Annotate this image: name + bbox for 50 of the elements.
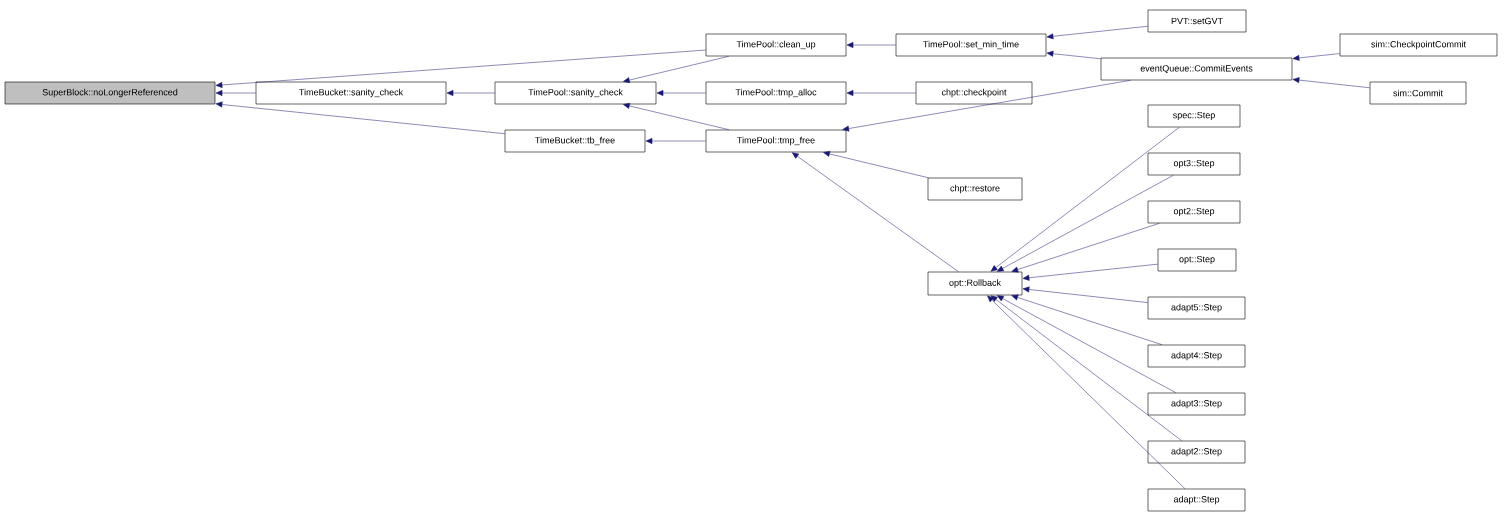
arrow (1046, 26, 1148, 40)
arrow (623, 56, 730, 83)
arrow (1011, 223, 1160, 273)
arrow (645, 138, 706, 144)
arrow (990, 127, 1180, 272)
arrow (656, 90, 706, 96)
arrow (1022, 286, 1148, 303)
arrow (446, 90, 495, 96)
arrow (1046, 50, 1101, 60)
function-box: TimePool::tmp_free (705, 129, 847, 153)
function-box: opt2::Step (1147, 200, 1241, 224)
function-box: chpt::checkpoint (915, 81, 1033, 105)
function-box: TimeBucket::tb_free (504, 129, 646, 153)
function-box: TimePool::clean_up (705, 33, 847, 57)
arrow (842, 80, 1131, 132)
function-box: sim::Commit (1369, 81, 1467, 105)
function-box: opt3::Step (1147, 152, 1241, 176)
arrow (1022, 263, 1158, 281)
arrow (215, 90, 256, 96)
function-box: adapt5::Step (1147, 296, 1246, 320)
arrow (846, 90, 916, 96)
arrow (215, 101, 505, 134)
function-box: opt::Rollback (927, 271, 1023, 296)
function-box: adapt4::Step (1147, 344, 1246, 368)
function-box: PVT::setGVT (1147, 9, 1247, 33)
arrow (1011, 294, 1163, 345)
function-box: spec::Step (1147, 104, 1241, 128)
arrow (846, 42, 896, 48)
function-box: opt::Step (1157, 248, 1237, 272)
function-box: TimePool::set_min_time (895, 33, 1047, 57)
function-box: adapt::Step (1147, 488, 1246, 512)
function-box: chpt::restore (927, 177, 1023, 201)
arrow (987, 295, 1186, 489)
function-box: adapt3::Step (1147, 392, 1246, 416)
arrow (996, 295, 1176, 393)
function-box: SuperBlock::noLongerReferenced (4, 81, 216, 105)
arrow (990, 295, 1182, 441)
function-box: sim::CheckpointCommit (1339, 33, 1498, 57)
arrow (996, 175, 1174, 272)
arrow (792, 152, 959, 272)
function-box: TimePool::sanity_check (494, 81, 657, 105)
arrow (1292, 53, 1340, 61)
arrow (823, 151, 929, 178)
arrow (623, 103, 730, 130)
arrow (1292, 77, 1370, 88)
function-box: eventQueue::CommitEvents (1100, 57, 1293, 81)
function-box: TimeBucket::sanity_check (255, 81, 447, 105)
arrow (215, 49, 706, 88)
function-box: TimePool::tmp_alloc (705, 81, 847, 105)
function-box: adapt2::Step (1147, 440, 1246, 464)
